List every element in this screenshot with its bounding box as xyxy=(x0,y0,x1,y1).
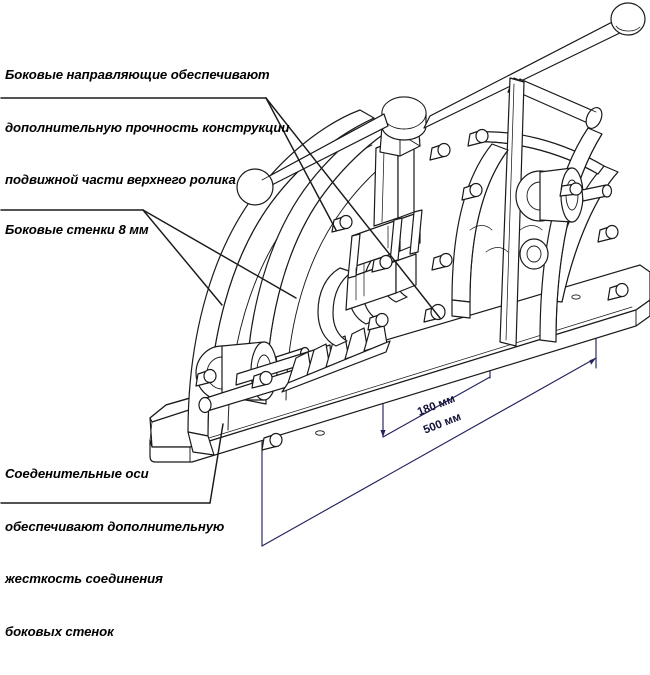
annotation-side-guides-line-3: подвижной части верхнего ролика xyxy=(5,172,236,187)
serrated-rack xyxy=(281,319,391,393)
secondary-handle-grip xyxy=(507,77,603,129)
leader-line-3 xyxy=(209,423,224,504)
machine-assembly-drawing: .ln{fill:none;stroke:#1a1a1a;stroke-widt… xyxy=(149,2,650,463)
annotation-connecting-axles: Соеденительные оси обеспечивают дополнит… xyxy=(5,430,224,675)
bolt-head xyxy=(371,254,393,273)
leader-line-1b xyxy=(265,97,337,231)
annotation-side-walls: Боковые стенки 8 мм xyxy=(5,186,149,274)
bolt-head xyxy=(331,214,353,233)
dim-500-line xyxy=(261,357,597,547)
bolt-head xyxy=(607,282,629,301)
dim-500-arrow-right xyxy=(589,358,596,365)
bolt-head xyxy=(461,182,483,201)
annotation-side-guides-line-2: дополнительную прочность конструкции xyxy=(5,119,290,135)
base-plate xyxy=(149,264,650,463)
drawing-canvas: .ln{fill:none;stroke:#1a1a1a;stroke-widt… xyxy=(0,2,650,639)
bolt-heads xyxy=(195,128,629,451)
bolt-head xyxy=(423,303,446,323)
annotation-side-guides: Боковые направляющие обеспечивают дополн… xyxy=(5,31,289,224)
bolt-head xyxy=(367,312,389,331)
upper-roller-carriage xyxy=(345,209,423,311)
bolt-head xyxy=(559,182,583,197)
bolt-head xyxy=(431,252,453,271)
top-hex-nut-assembly xyxy=(379,96,427,157)
upper-lever-arm-left xyxy=(236,113,389,206)
leader-line-2b xyxy=(142,209,297,299)
bolt-head xyxy=(261,432,283,451)
leader-line-layer xyxy=(0,97,441,504)
dim-180-line xyxy=(382,376,491,438)
leader-line-1a xyxy=(265,97,441,319)
leader-line-2a xyxy=(142,209,223,306)
bolt-head xyxy=(467,128,489,147)
annotation-connecting-axles-line-2: обеспечивают дополнительную xyxy=(5,518,225,534)
bolt-head xyxy=(597,224,619,243)
dim-180-arrow-left xyxy=(380,430,386,437)
main-lever-handle xyxy=(423,2,646,129)
annotation-side-guides-line-1: Боковые направляющие обеспечивают xyxy=(5,67,270,82)
annotation-side-walls-line-1: Боковые стенки 8 мм xyxy=(5,222,149,237)
right-bracket-plate xyxy=(451,143,509,319)
bolt-head xyxy=(195,368,217,387)
annotation-connecting-axles-line-3: жесткость соединения xyxy=(5,571,163,586)
bolt-head xyxy=(429,142,451,161)
annotation-connecting-axles-line-1: Соеденительные оси xyxy=(5,466,149,481)
bolt-head xyxy=(251,370,273,389)
right-vertical-strut xyxy=(499,77,525,347)
detail-hatching xyxy=(355,225,543,301)
annotation-connecting-axles-line-4: боковых стенок xyxy=(5,623,114,639)
